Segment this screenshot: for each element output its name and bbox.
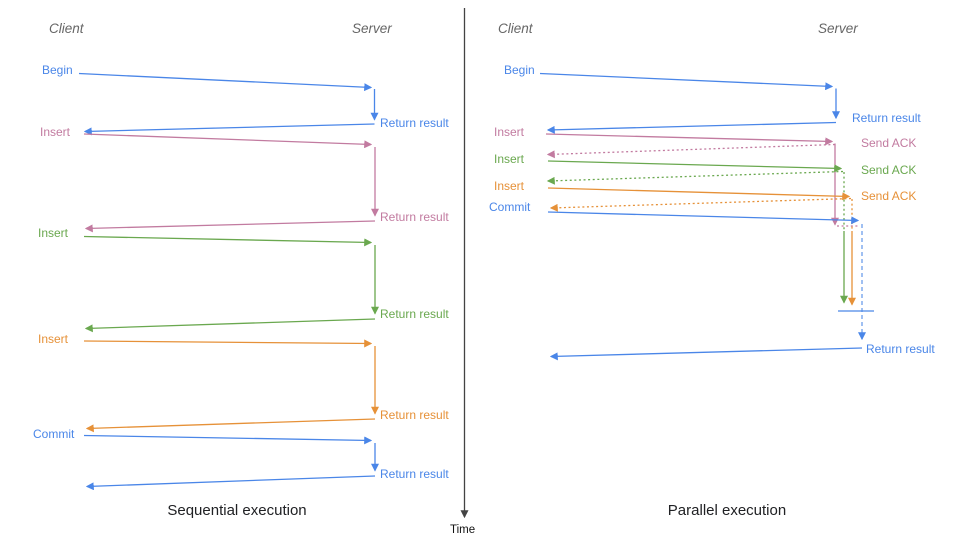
request-label: Insert xyxy=(40,125,71,139)
request-label: Commit xyxy=(33,427,75,441)
request-label: Insert xyxy=(494,179,525,193)
request-label: Insert xyxy=(38,226,69,240)
request-label: Commit xyxy=(489,200,531,214)
response-label: Return result xyxy=(380,408,449,422)
request-label: Insert xyxy=(38,332,69,346)
par-commit-response-arrow xyxy=(549,347,863,361)
request-label: Insert xyxy=(494,152,525,166)
seq-begin-response-arrow xyxy=(83,123,375,136)
par-insert3-ack-arrow xyxy=(549,197,852,212)
client-header: Client xyxy=(49,21,84,36)
seq-begin-arrows xyxy=(78,72,379,136)
panel-title: Parallel execution xyxy=(667,502,787,519)
par-begin-response-arrow xyxy=(546,121,837,134)
seq-commit-response-arrow xyxy=(85,475,376,491)
par-commit-arrows xyxy=(547,211,874,361)
request-label: Insert xyxy=(494,125,525,139)
par-begin-arrows xyxy=(539,72,840,134)
response-label: Send ACK xyxy=(861,189,917,203)
response-label: Return result xyxy=(866,342,935,356)
seq-insert2-arrows xyxy=(83,235,379,333)
par-insert2-ack-arrow xyxy=(546,170,844,185)
seq-insert3-response-arrow xyxy=(85,418,376,433)
seq-commit-request-arrow xyxy=(83,434,373,445)
sequential-arrows xyxy=(78,72,379,491)
parallel-arrows xyxy=(539,72,874,361)
par-insert1-ack-arrow xyxy=(546,143,836,159)
response-label: Send ACK xyxy=(861,136,917,150)
par-insert3-arrows xyxy=(547,187,856,306)
seq-insert3-arrows xyxy=(83,339,379,433)
server-header: Server xyxy=(352,21,392,36)
seq-insert2-request-arrow xyxy=(83,235,373,247)
seq-begin-request-arrow xyxy=(78,72,373,92)
seq-insert3-request-arrow xyxy=(83,339,373,348)
seq-insert1-response-arrow xyxy=(84,220,376,233)
panel-title: Sequential execution xyxy=(167,502,307,519)
request-label: Begin xyxy=(504,63,535,77)
par-insert1-request-arrow xyxy=(545,133,834,146)
par-insert1-arrows xyxy=(545,133,859,227)
seq-insert2-response-arrow xyxy=(84,318,376,333)
response-label: Return result xyxy=(380,307,449,321)
time-axis-label: Time xyxy=(450,524,476,536)
response-label: Return result xyxy=(380,210,449,224)
request-label: Begin xyxy=(42,63,73,77)
par-insert3-request-arrow xyxy=(547,187,851,201)
seq-commit-arrows xyxy=(83,434,379,491)
seq-insert1-arrows xyxy=(83,133,379,233)
response-label: Return result xyxy=(380,116,449,130)
par-insert2-arrows xyxy=(546,160,848,304)
response-label: Return result xyxy=(852,111,921,125)
par-insert2-request-arrow xyxy=(547,160,843,173)
server-header: Server xyxy=(818,21,858,36)
par-begin-request-arrow xyxy=(539,72,834,91)
client-header: Client xyxy=(498,21,533,36)
response-label: Return result xyxy=(380,467,449,481)
response-label: Send ACK xyxy=(861,163,917,177)
seq-insert1-request-arrow xyxy=(83,133,373,149)
par-commit-request-arrow xyxy=(547,211,860,225)
